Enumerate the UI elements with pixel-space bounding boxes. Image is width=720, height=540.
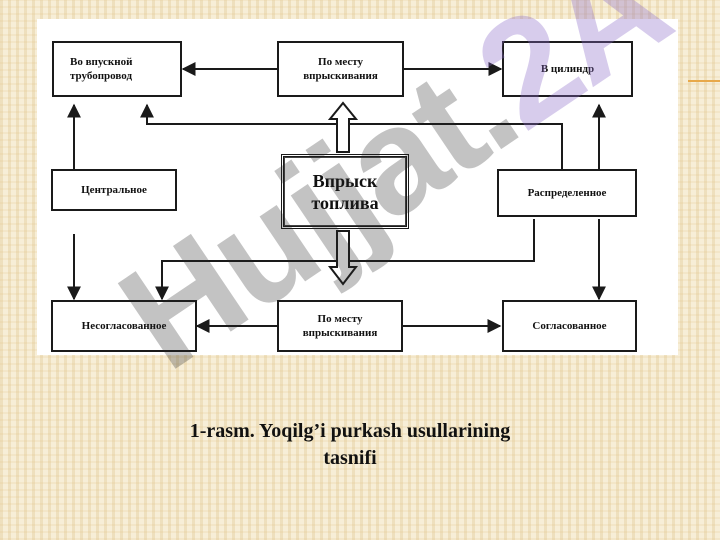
accent-line	[688, 80, 720, 82]
node-unsynchronized: Несогласованное	[51, 300, 197, 352]
arrow-distributed-to-intake	[140, 103, 563, 169]
block-arrow-down	[327, 230, 359, 286]
caption-line-1: 1-rasm. Yoqilg’i purkash usullarining	[189, 420, 511, 442]
node-injection-place-bottom: По месту впрыскивания	[277, 300, 403, 352]
node-intake-manifold: Во впускной трубопровод	[52, 41, 182, 97]
node-central: Центральное	[51, 169, 177, 211]
diagram-panel: Во впускной трубопровод По месту впрыски…	[37, 19, 678, 355]
node-distributed: Распределенное	[497, 169, 637, 217]
node-synchronized: Согласованное	[502, 300, 637, 352]
caption-line-2: tasnifi	[323, 447, 377, 469]
node-injection-place-top: По месту впрыскивания	[277, 41, 404, 97]
node-fuel-injection: Впрыск топлива	[281, 154, 409, 229]
diagram-connectors	[67, 62, 606, 333]
block-arrow-up	[327, 101, 359, 153]
figure-caption: 1-rasm. Yoqilg’i purkash usullarining ta…	[100, 418, 600, 472]
node-into-cylinder: В цилиндр	[502, 41, 633, 97]
